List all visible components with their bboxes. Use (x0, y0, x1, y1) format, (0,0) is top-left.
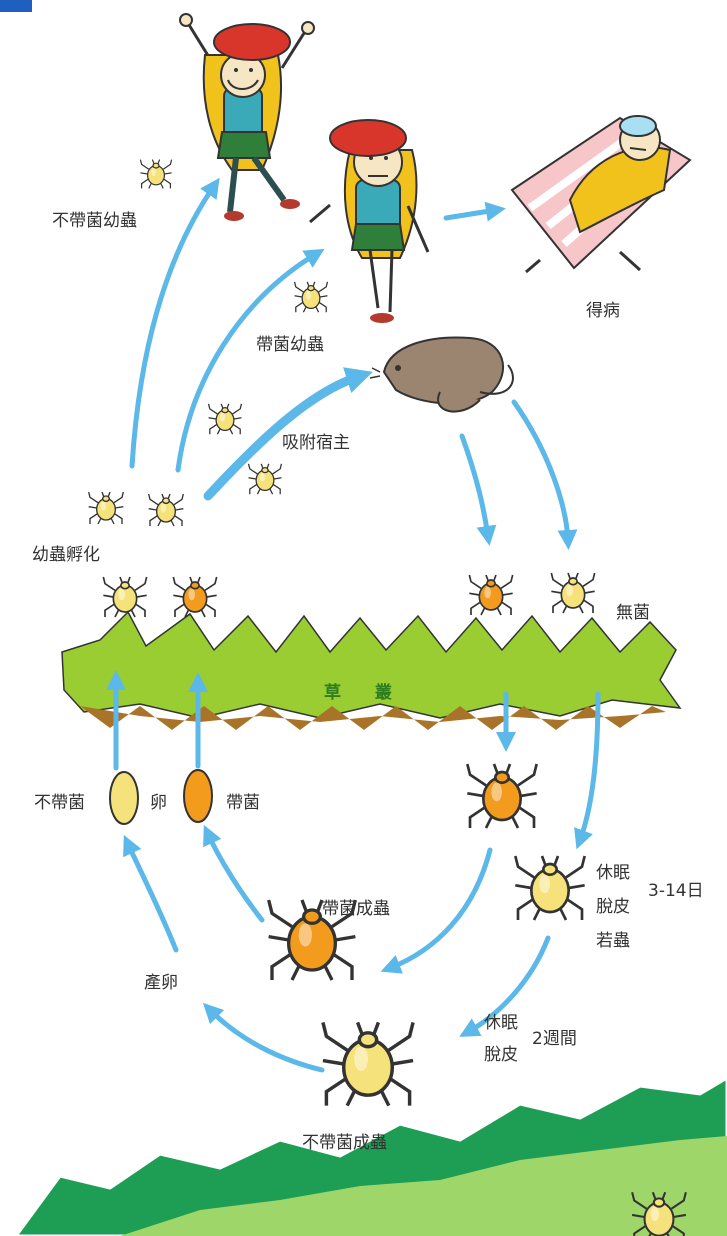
arrow-infected-adult-to-egg (208, 834, 262, 920)
label-nymph: 若蟲 (596, 926, 630, 951)
label-dormancy-1: 休眠 (596, 858, 630, 883)
label-attach-host: 吸附宿主 (282, 428, 350, 453)
label-lay-eggs: 產卵 (144, 968, 178, 993)
egg-infected (184, 770, 212, 822)
label-uninfected-adult: 不帶菌成蟲 (302, 1128, 387, 1153)
label-infected-larva: 帶菌幼蟲 (256, 330, 324, 355)
grass-band (62, 612, 680, 730)
healthy-child-figure (180, 14, 314, 221)
infected-child-figure (310, 120, 428, 323)
label-duration-2: 2週間 (532, 1024, 577, 1049)
egg-uninfected (110, 772, 138, 824)
arrow-hatch-to-healthy (132, 186, 214, 466)
sick-child-on-deckchair (512, 116, 690, 272)
mite-infected-larva (295, 282, 328, 312)
mite-larva-on-way-1 (209, 404, 242, 434)
arrow-host-to-clean-mite (514, 402, 568, 540)
label-infected-adult: 帶菌成蟲 (322, 894, 390, 919)
mite-host-clean (551, 573, 594, 613)
arrow-host-to-infected-mite (462, 436, 488, 536)
mite-grass-orange (173, 577, 216, 617)
label-grass: 草 叢 (324, 678, 406, 703)
mite-hatch-1 (89, 492, 124, 524)
arrow-orange-to-adult (390, 850, 490, 968)
arrow-adult-lay-eggs (210, 1010, 322, 1070)
mite-host-orange (469, 575, 512, 615)
mite-uninfected-adult (323, 1022, 413, 1105)
mite-orange-nymph (467, 764, 536, 828)
label-egg: 卵 (150, 788, 167, 813)
mite-clean-nymph (515, 856, 584, 920)
label-sick: 得病 (586, 296, 620, 321)
label-uninfected-larva: 不帶菌幼蟲 (52, 206, 137, 231)
mite-grass-yellow (103, 577, 146, 617)
label-no-bacteria: 無菌 (616, 598, 650, 623)
mite-larva-on-way-2 (249, 464, 282, 494)
rat-host (370, 337, 513, 411)
label-larva-hatch: 幼蟲孵化 (32, 540, 100, 565)
arrow-infected-to-sick (446, 210, 496, 218)
label-egg-infected: 帶菌 (226, 788, 260, 813)
label-molt-1: 脫皮 (596, 892, 630, 917)
mite-hatch-2 (149, 494, 184, 526)
label-duration-1: 3-14日 (648, 876, 704, 901)
label-molt-2: 脫皮 (484, 1040, 518, 1065)
arrow-lay-to-egg (128, 844, 176, 950)
ground-bottom (16, 1078, 727, 1236)
mite-uninfected-larva (140, 160, 171, 189)
label-egg-uninfected: 不帶菌 (34, 788, 85, 813)
label-dormancy-2: 休眠 (484, 1008, 518, 1033)
